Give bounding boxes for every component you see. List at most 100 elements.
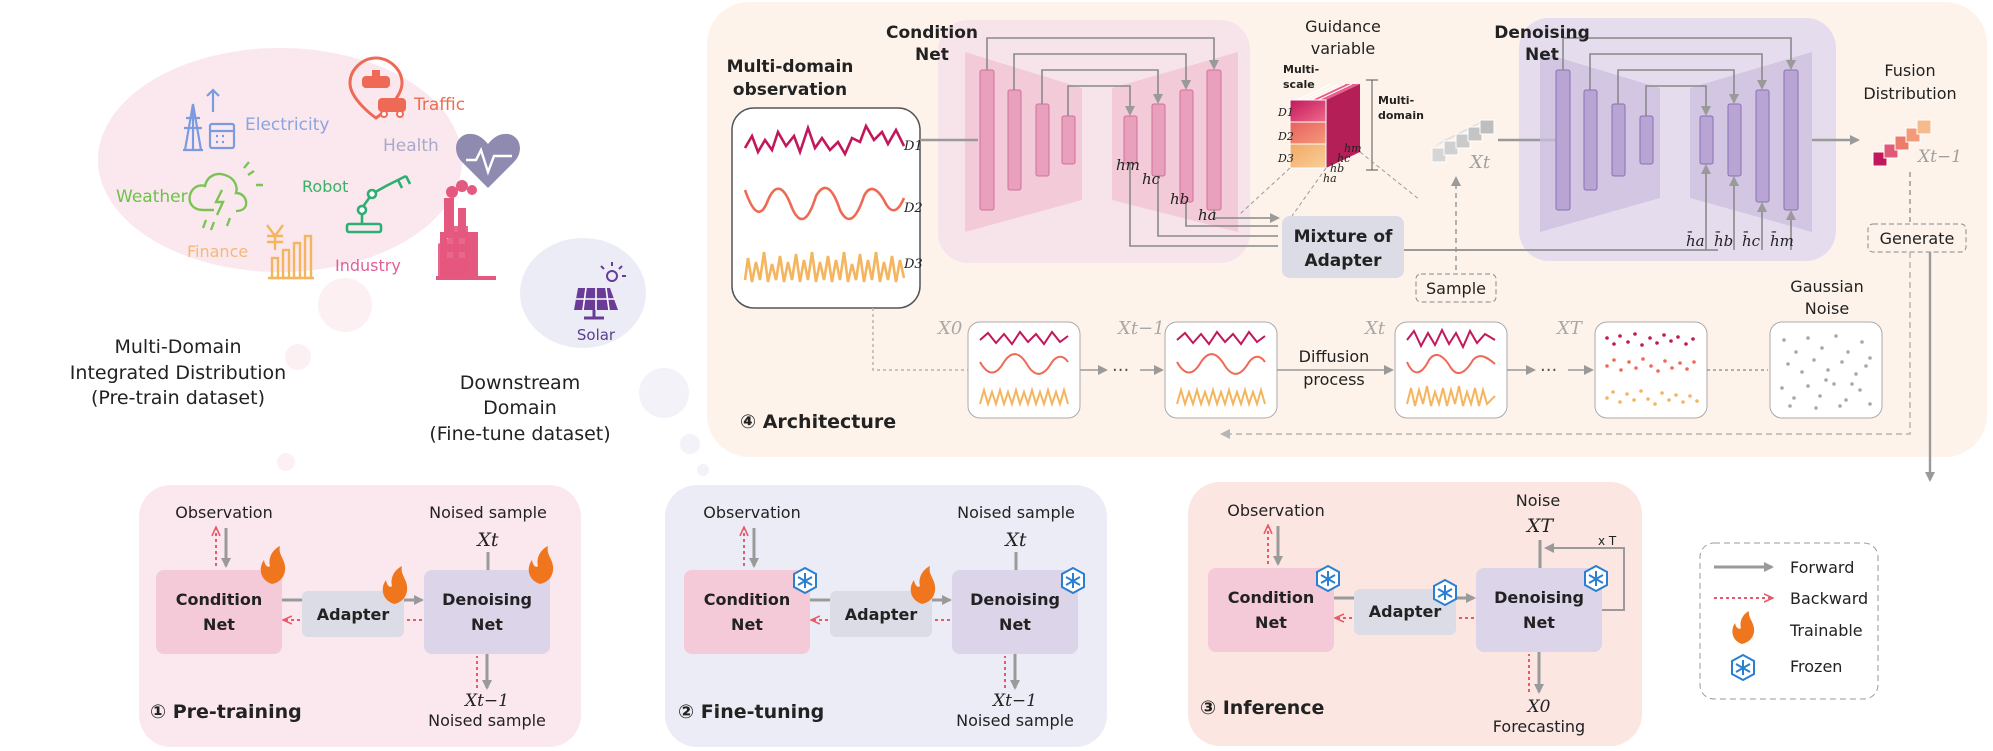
domain-label-solar: Solar <box>577 326 616 344</box>
svg-text:Xt−1: Xt−1 <box>991 691 1037 711</box>
svg-text:Adapter: Adapter <box>1369 602 1442 621</box>
svg-text:Net: Net <box>999 615 1031 634</box>
obs-to-x0-dotted <box>872 308 968 371</box>
svg-text:Condition: Condition <box>886 23 978 43</box>
svg-text:Multi-: Multi- <box>1283 63 1319 76</box>
diffusion-frame-xt <box>1394 321 1508 419</box>
svg-text:Xt: Xt <box>1003 529 1027 551</box>
svg-text:Forecasting: Forecasting <box>1493 717 1585 736</box>
xt-minus-1-label: Xt−1 <box>1916 147 1962 167</box>
svg-text:Domain: Domain <box>483 397 557 419</box>
svg-text:(Fine-tune dataset): (Fine-tune dataset) <box>429 423 610 445</box>
snowflake-icon <box>1433 578 1457 607</box>
svg-text:Net: Net <box>1523 613 1555 632</box>
svg-text:Denoising: Denoising <box>1494 23 1589 43</box>
health-icon <box>456 133 520 188</box>
loop-times-label: x T <box>1598 534 1617 548</box>
domain-label-industry: Industry <box>335 256 401 275</box>
diffusion-dots: ··· ··· <box>1112 360 1557 381</box>
svg-text:Noise: Noise <box>1516 491 1560 510</box>
svg-text:Observation: Observation <box>175 503 272 522</box>
svg-text:Net: Net <box>203 615 235 634</box>
svg-text:D2: D2 <box>1277 130 1294 143</box>
svg-text:Observation: Observation <box>1227 501 1324 520</box>
svg-text:Adapter: Adapter <box>1304 251 1382 271</box>
svg-text:Fusion: Fusion <box>1884 61 1935 80</box>
fusion-distribution-cube <box>1872 119 1932 167</box>
flame-icon <box>1732 611 1755 644</box>
diffusion-process-label: Diffusion process <box>1299 347 1370 389</box>
svg-text:variable: variable <box>1311 39 1376 58</box>
series-d2 <box>743 186 906 221</box>
diffusion-frame-xT <box>1594 321 1708 419</box>
svg-text:Noised sample: Noised sample <box>429 503 547 522</box>
inference-panel: Observation Noise XT Condition Net Adapt… <box>1188 482 1642 746</box>
svg-text:X0: X0 <box>936 318 962 339</box>
svg-text:Denoising: Denoising <box>970 590 1060 609</box>
legend-trainable: Trainable <box>1789 621 1863 640</box>
snowflake-icon <box>793 566 817 595</box>
svg-text:hb: hb <box>1170 190 1189 208</box>
svg-text:Net: Net <box>915 45 949 65</box>
svg-text:hm: hm <box>1344 142 1362 155</box>
svg-text:Xt: Xt <box>475 529 499 551</box>
svg-text:D1: D1 <box>903 139 923 154</box>
svg-text:Noised sample: Noised sample <box>956 711 1074 730</box>
snowflake-icon <box>1061 566 1085 595</box>
svg-text:Integrated Distribution: Integrated Distribution <box>70 362 286 384</box>
generate-label: Generate <box>1880 229 1955 248</box>
guidance-variable-title: Guidance variable <box>1305 17 1381 58</box>
svg-text:scale: scale <box>1283 78 1315 91</box>
weather-icon <box>188 161 263 231</box>
svg-text:Denoising: Denoising <box>1494 588 1584 607</box>
svg-text:(Pre-train dataset): (Pre-train dataset) <box>91 387 265 409</box>
legend: Forward Backward Trainable Frozen <box>1699 542 1879 700</box>
legend-forward: Forward <box>1790 558 1854 577</box>
denoising-net-unet <box>1540 37 1860 250</box>
domain-label-traffic: Traffic <box>413 95 465 115</box>
legend-frozen: Frozen <box>1790 657 1842 676</box>
svg-text:Multi-Domain: Multi-Domain <box>114 336 241 358</box>
svg-text:h̄b: h̄b <box>1714 232 1733 250</box>
svg-text:Xt−1: Xt−1 <box>1116 318 1165 339</box>
fusion-distribution-title: Fusion Distribution <box>1863 61 1956 103</box>
domain-label-robot: Robot <box>302 177 348 196</box>
xt-noisy-cube <box>1431 118 1495 163</box>
svg-text:ha: ha <box>1198 206 1217 224</box>
svg-text:X0: X0 <box>1526 697 1551 717</box>
svg-text:Multi-domain: Multi-domain <box>727 57 854 77</box>
sample-box <box>1415 273 1497 303</box>
svg-text:Multi-: Multi- <box>1378 94 1414 107</box>
cube-h-labels: hm hc hb ha <box>1323 142 1362 185</box>
cube-d-labels: D1 D2 D3 <box>1277 106 1294 165</box>
svg-text:Diffusion: Diffusion <box>1299 347 1370 366</box>
svg-text:Net: Net <box>731 615 763 634</box>
diffusion-seq-labels: X0 Xt−1 Xt XT <box>936 318 1584 339</box>
svg-text:···: ··· <box>1540 360 1557 381</box>
series-d3 <box>743 251 906 283</box>
svg-text:observation: observation <box>733 80 847 100</box>
svg-text:Net: Net <box>1525 45 1559 65</box>
svg-text:D1: D1 <box>1277 106 1294 119</box>
svg-text:Condition: Condition <box>704 590 791 609</box>
svg-text:D3: D3 <box>1277 152 1294 165</box>
svg-text:Distribution: Distribution <box>1863 84 1956 103</box>
svg-text:···: ··· <box>1112 360 1129 381</box>
svg-text:Downstream: Downstream <box>460 372 580 394</box>
svg-text:Condition: Condition <box>1228 588 1315 607</box>
flame-icon <box>910 566 936 604</box>
mixture-of-adapter-box <box>1282 216 1404 278</box>
d-labels: D1 D2 D3 <box>903 139 923 272</box>
svg-text:Gaussian: Gaussian <box>1790 277 1863 296</box>
svg-text:hm: hm <box>1116 156 1140 174</box>
svg-text:ha: ha <box>1323 172 1337 185</box>
finance-icon <box>266 224 314 280</box>
flame-icon <box>528 546 554 584</box>
traffic-icon <box>348 56 406 120</box>
svg-text:D2: D2 <box>903 201 923 216</box>
downstream-caption: Downstream Domain (Fine-tune dataset) <box>429 372 610 445</box>
svg-text:Net: Net <box>471 615 503 634</box>
svg-text:h̄a: h̄a <box>1686 232 1705 250</box>
series-d1 <box>743 122 906 157</box>
svg-text:hb: hb <box>1330 162 1344 175</box>
